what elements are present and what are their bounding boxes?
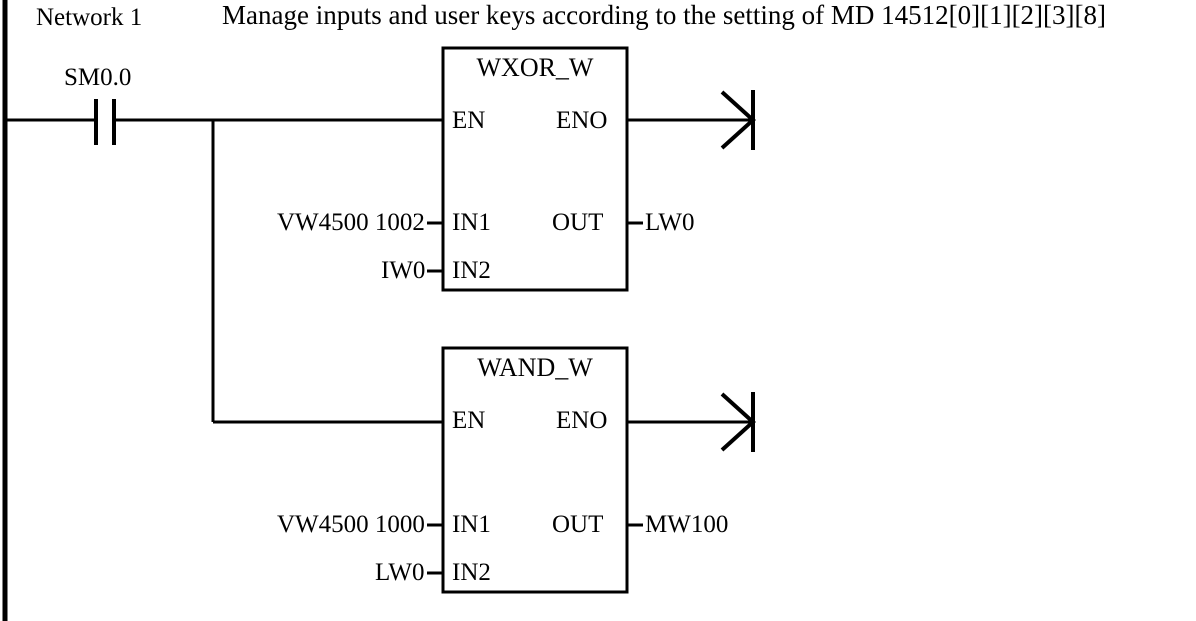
block2-pin-in2: IN2	[452, 559, 491, 586]
block2-pin-en: EN	[452, 407, 486, 434]
block2-pin-eno: ENO	[556, 407, 608, 434]
block2-operand-in1[interactable]: VW4500 1000	[277, 511, 425, 538]
function-block-wxor-w[interactable]	[441, 46, 629, 292]
block2-title: WAND_W	[477, 353, 593, 382]
block2-operand-in2[interactable]: LW0	[375, 559, 425, 586]
block1-operand-out[interactable]: LW0	[645, 209, 695, 236]
block1-title: WXOR_W	[476, 53, 594, 82]
network-label: Network 1	[36, 4, 143, 31]
block2-operand-out[interactable]: MW100	[645, 511, 729, 538]
block1-operand-in2[interactable]: IW0	[381, 257, 426, 284]
block1-pin-in1: IN1	[452, 209, 491, 236]
block1-pin-out: OUT	[552, 209, 604, 236]
network-comment: Manage inputs and user keys according to…	[222, 0, 1107, 30]
block1-pin-in2: IN2	[452, 257, 491, 284]
block2-pin-in1: IN1	[452, 511, 491, 538]
function-block-wand-w[interactable]	[441, 346, 629, 594]
contact-operand-label: SM0.0	[64, 64, 132, 91]
block1-operand-in1[interactable]: VW4500 1002	[277, 209, 425, 236]
block1-pin-en: EN	[452, 107, 486, 134]
block1-pin-eno: ENO	[556, 107, 608, 134]
block2-pin-out: OUT	[552, 511, 604, 538]
